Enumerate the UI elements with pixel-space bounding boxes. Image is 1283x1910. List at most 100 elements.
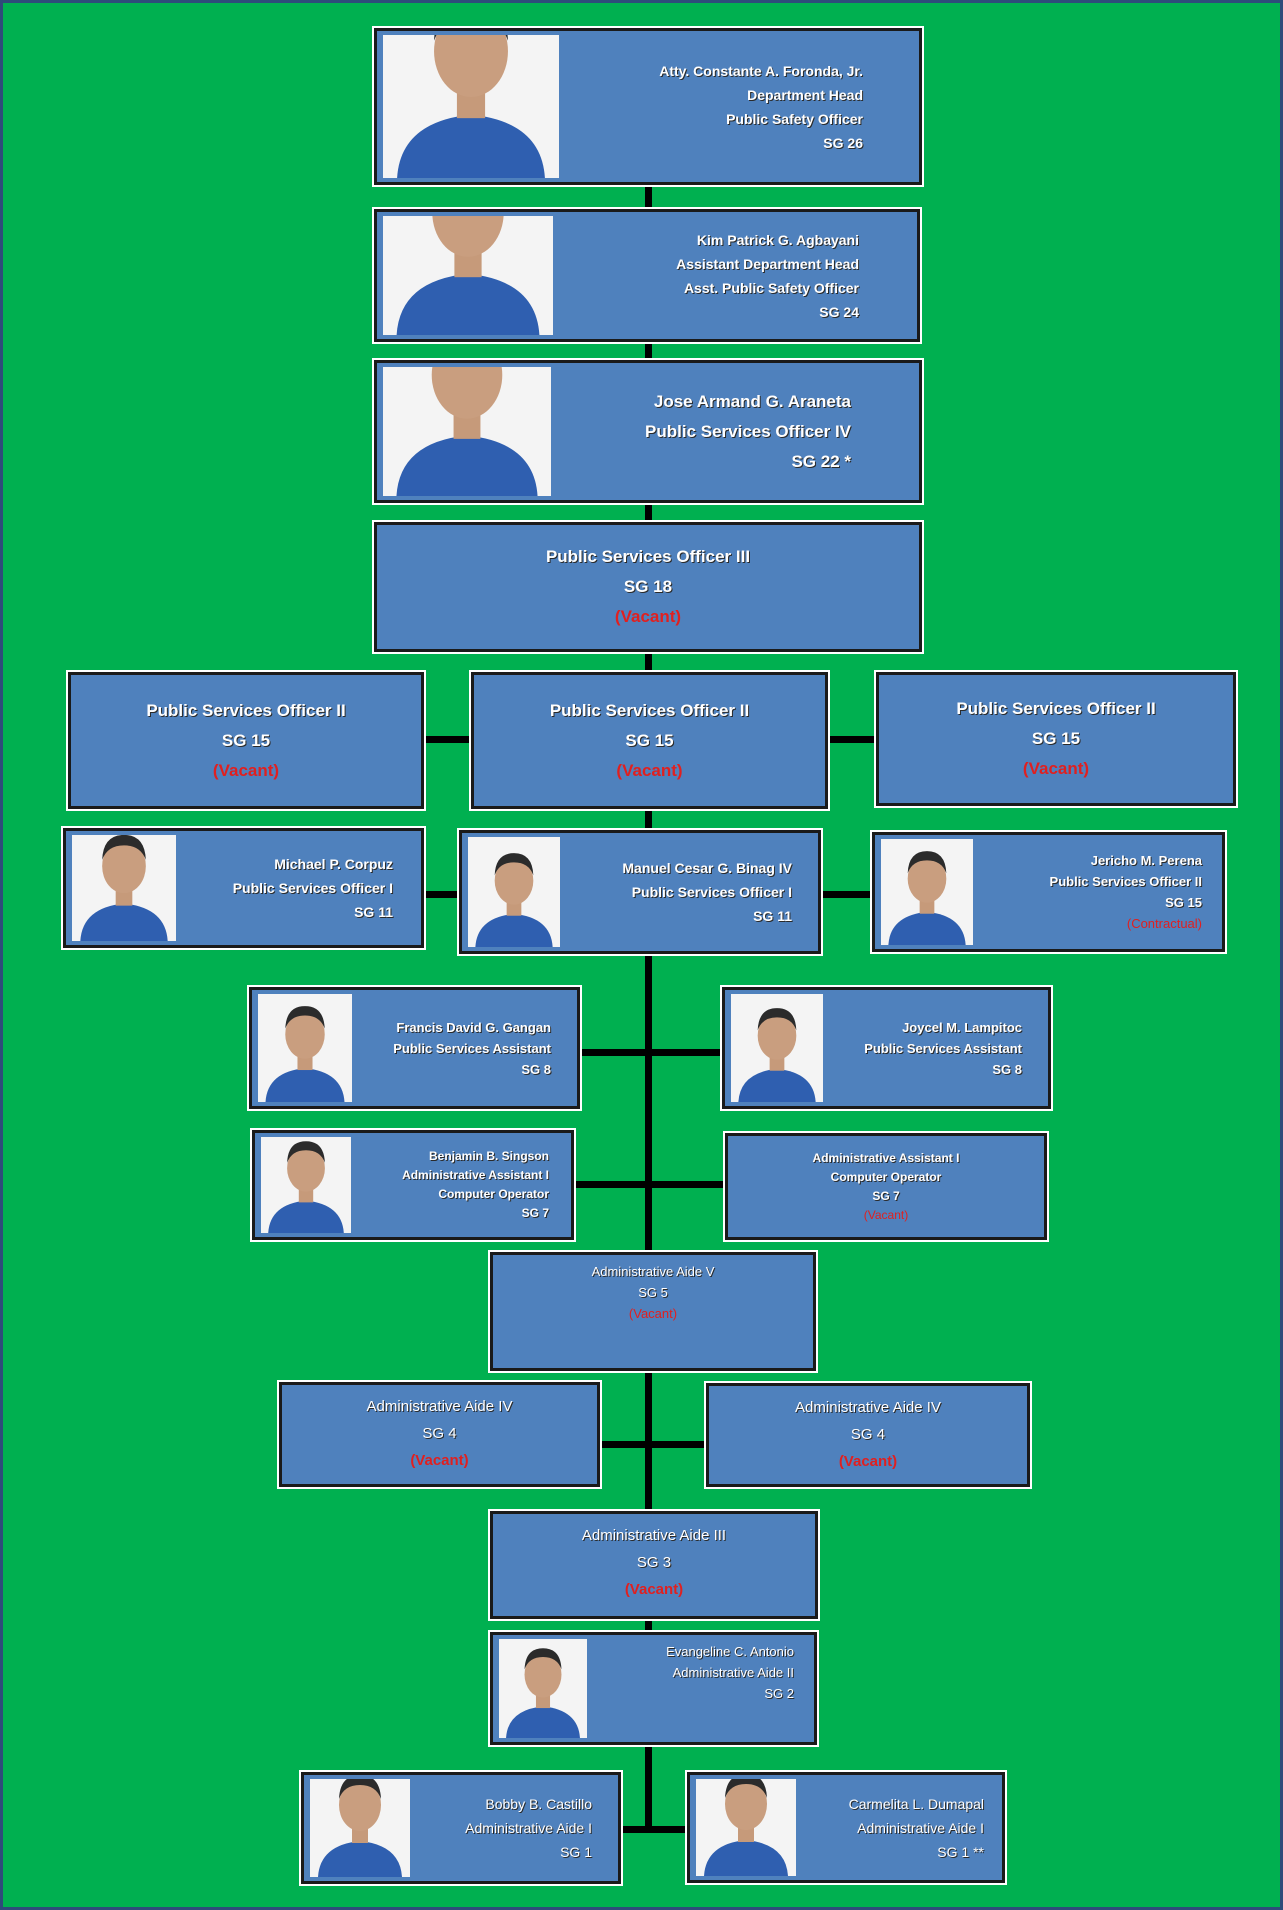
salary-grade: SG 15: [1031, 729, 1081, 748]
position-title: Administrative Aide IV: [795, 1399, 941, 1416]
position-title: Administrative Assistant I: [812, 1150, 960, 1165]
vacant-label: (Vacant): [212, 760, 280, 780]
node-pso2-center: Public Services Officer II SG 15 (Vacant…: [471, 672, 828, 809]
person-photo-icon: [383, 216, 553, 335]
person-photo-icon: [383, 35, 559, 178]
salary-grade: SG 7: [872, 1188, 900, 1203]
person-position: Public Services Assistant: [864, 1040, 1022, 1056]
person-name: Jose Armand G. Araneta: [653, 391, 851, 411]
node-assistant-department-head: Kim Patrick G. Agbayani Assistant Depart…: [374, 209, 920, 342]
person-position: Administrative Assistant I: [402, 1168, 549, 1182]
salary-grade: SG 1 **: [937, 1843, 984, 1860]
person-name: Francis David G. Gangan: [396, 1019, 551, 1035]
node-gangan: Francis David G. Gangan Public Services …: [249, 987, 580, 1109]
vacant-label: (Vacant): [624, 1581, 684, 1598]
node-admin-aide-iv-right: Administrative Aide IV SG 4 (Vacant): [706, 1383, 1030, 1487]
salary-grade: SG 15: [625, 730, 674, 750]
person-name: Carmelita L. Dumapal: [848, 1795, 984, 1812]
connector-psa-row: [580, 1049, 725, 1056]
node-admin-aide-iv-left: Administrative Aide IV SG 4 (Vacant): [279, 1382, 600, 1487]
person-position: Public Services Officer I: [631, 884, 792, 900]
node-dumapal: Carmelita L. Dumapal Administrative Aide…: [687, 1772, 1005, 1883]
person-photo-icon: [499, 1639, 587, 1738]
person-position: Public Services Assistant: [393, 1040, 551, 1056]
salary-grade: SG 15: [221, 730, 271, 750]
person-name: Joycel M. Lampitoc: [902, 1019, 1022, 1035]
node-pso2-right: Public Services Officer II SG 15 (Vacant…: [876, 672, 1236, 806]
person-name: Benjamin B. Singson: [428, 1149, 549, 1163]
salary-grade: SG 2: [764, 1686, 794, 1701]
contractual-label: (Contractual): [1126, 916, 1202, 931]
vacant-label: (Vacant): [616, 760, 683, 780]
salary-grade: SG 1: [560, 1844, 592, 1860]
connector-main-trunk: [645, 185, 652, 1830]
person-title: Public Safety Officer: [726, 110, 863, 127]
person-name: Evangeline C. Antonio: [666, 1644, 794, 1659]
node-department-head: Atty. Constante A. Foronda, Jr. Departme…: [374, 28, 922, 185]
position-title: Public Services Officer II: [146, 700, 346, 720]
person-position: Department Head: [747, 86, 863, 103]
person-title: Asst. Public Safety Officer: [683, 279, 859, 296]
vacant-label: (Vacant): [1022, 759, 1090, 778]
node-singson: Benjamin B. Singson Administrative Assis…: [252, 1130, 574, 1240]
person-photo-icon: [881, 839, 973, 945]
salary-grade: SG 4: [422, 1425, 457, 1442]
salary-grade: SG 18: [623, 577, 673, 596]
position-title: Administrative Aide V: [591, 1264, 715, 1279]
person-name: Bobby B. Castillo: [485, 1796, 592, 1812]
vacant-label: (Vacant): [410, 1452, 469, 1469]
person-position: Public Services Officer I: [232, 880, 393, 896]
person-photo-icon: [258, 994, 352, 1102]
person-photo-icon: [261, 1137, 351, 1233]
salary-grade: SG 11: [354, 904, 393, 920]
salary-grade: SG 24: [819, 303, 859, 320]
person-photo-icon: [731, 994, 823, 1102]
position-title: Public Services Officer II: [956, 699, 1156, 718]
salary-grade: SG 26: [823, 134, 863, 151]
node-public-services-officer-iii: Public Services Officer III SG 18 (Vacan…: [374, 522, 922, 652]
person-name: Kim Patrick G. Agbayani: [696, 231, 859, 248]
person-photo-icon: [468, 837, 560, 947]
node-perena: Jericho M. Perena Public Services Office…: [872, 832, 1225, 952]
position-title: Public Services Officer III: [545, 547, 751, 566]
node-public-services-officer-iv: Jose Armand G. Araneta Public Services O…: [374, 360, 922, 503]
node-lampitoc: Joycel M. Lampitoc Public Services Assis…: [722, 987, 1051, 1109]
salary-grade: SG 22 *: [791, 451, 851, 471]
person-position: Assistant Department Head: [676, 255, 859, 272]
position-title: Administrative Aide IV: [366, 1398, 513, 1415]
salary-grade: SG 11: [753, 908, 792, 924]
salary-grade: SG 4: [850, 1426, 886, 1443]
position-subtitle: Computer Operator: [830, 1169, 942, 1184]
person-name: Manuel Cesar G. Binag IV: [622, 860, 792, 876]
person-name: Jericho M. Perena: [1090, 853, 1202, 868]
connector-aide4-row: [600, 1441, 710, 1448]
node-corpuz: Michael P. Corpuz Public Services Office…: [63, 828, 424, 948]
salary-grade: SG 8: [992, 1061, 1022, 1077]
salary-grade: SG 3: [636, 1554, 672, 1571]
vacant-label: (Vacant): [838, 1453, 898, 1470]
person-name: Michael P. Corpuz: [274, 856, 393, 872]
person-title: Computer Operator: [438, 1187, 549, 1201]
vacant-label: (Vacant): [863, 1207, 909, 1222]
person-photo-icon: [696, 1779, 796, 1876]
node-pso2-left: Public Services Officer II SG 15 (Vacant…: [68, 672, 424, 809]
node-binag: Manuel Cesar G. Binag IV Public Services…: [459, 830, 821, 954]
connector-aide1-row: [620, 1826, 690, 1833]
vacant-label: (Vacant): [628, 1306, 678, 1321]
person-position: Administrative Aide I: [857, 1819, 984, 1836]
node-castillo: Bobby B. Castillo Administrative Aide I …: [301, 1772, 621, 1884]
person-position: Administrative Aide I: [465, 1820, 592, 1836]
connector-aa1-row: [574, 1181, 726, 1188]
person-position: Public Services Officer IV: [645, 421, 851, 441]
salary-grade: SG 15: [1165, 895, 1202, 910]
node-admin-aide-iii: Administrative Aide III SG 3 (Vacant): [490, 1511, 818, 1619]
person-position: Public Services Officer II: [1049, 874, 1202, 889]
salary-grade: SG 7: [521, 1206, 549, 1220]
person-photo-icon: [383, 367, 551, 496]
person-position: Administrative Aide II: [672, 1665, 794, 1680]
position-title: Administrative Aide III: [581, 1527, 727, 1544]
person-photo-icon: [310, 1779, 410, 1877]
position-title: Public Services Officer II: [549, 700, 750, 720]
person-photo-icon: [72, 835, 176, 941]
node-antonio: Evangeline C. Antonio Administrative Aid…: [490, 1632, 817, 1745]
